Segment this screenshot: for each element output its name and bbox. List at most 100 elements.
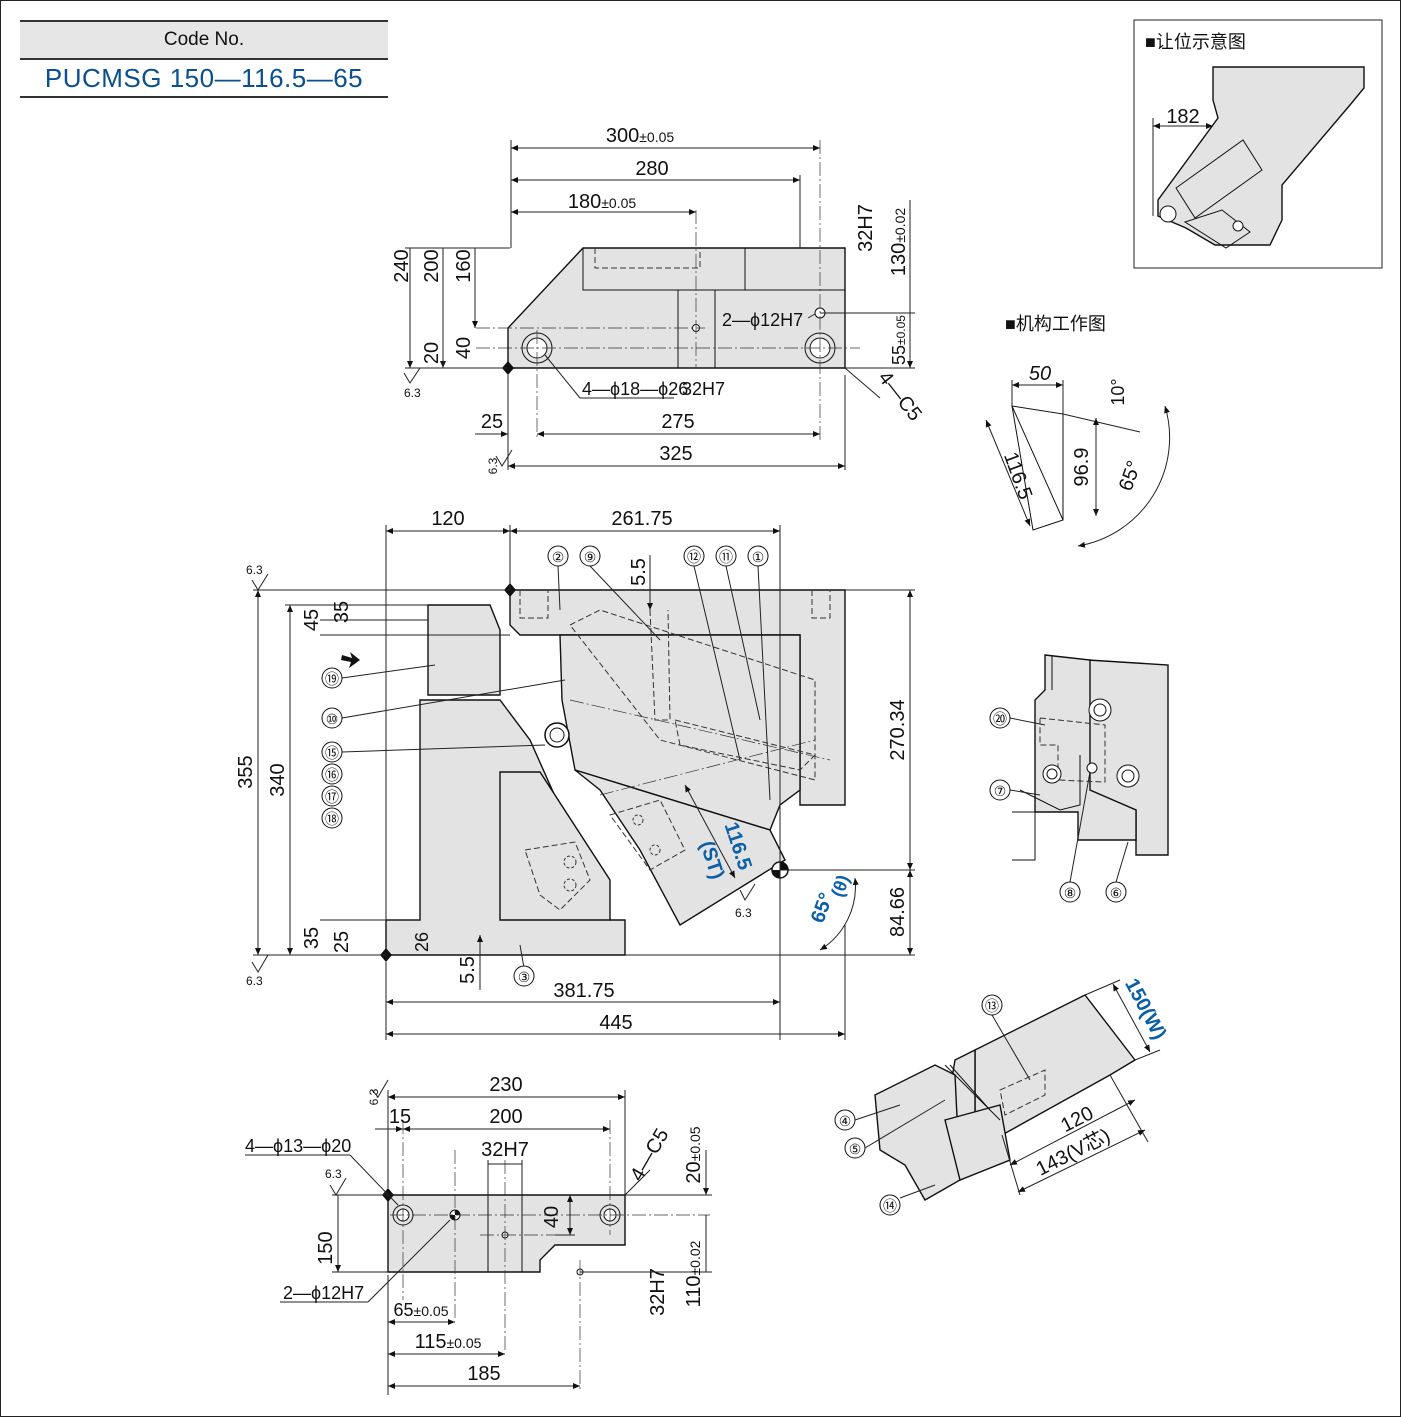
svg-text:20±0.05: 20±0.05: [683, 1126, 705, 1183]
iso-dim-150w: 150(W): [1120, 975, 1170, 1043]
mech-dim-65deg: 65°: [1115, 458, 1146, 494]
front-dim-5-5b: 5.5: [457, 956, 479, 984]
callout-2: ②: [552, 549, 565, 565]
mech-dim-50: 50: [1029, 363, 1051, 385]
callout-8: ⑧: [1064, 885, 1077, 901]
callout-7: ⑦: [994, 783, 1007, 799]
top-dim-55: 55: [889, 345, 909, 365]
clearance-title: ■让位示意图: [1145, 32, 1246, 52]
front-dim-340: 340: [267, 763, 289, 796]
detail-view: [1012, 654, 1169, 861]
top-hole-12h7: 2—ϕ12H7: [722, 310, 803, 330]
top-dim-300: 300: [606, 125, 639, 147]
callout-5: ⑤: [849, 1141, 862, 1157]
bottom-dim-150: 150: [315, 1231, 337, 1264]
callout-1: ①: [752, 549, 765, 565]
mech-dim-10deg: 10°: [1108, 378, 1128, 405]
clearance-dim: 182: [1166, 106, 1199, 128]
top-dim-280: 280: [635, 158, 668, 180]
callout-13: ⑬: [985, 998, 999, 1014]
bottom-dim-20-tol: ±0.05: [687, 1126, 703, 1161]
top-dim-160: 160: [453, 249, 475, 282]
top-dim-32h7: 32H7: [855, 204, 877, 252]
top-dim-275: 275: [661, 411, 694, 433]
front-dim-120: 120: [431, 508, 464, 530]
bottom-view: 230 6.3 15 200 32H7 4—ϕ13—ϕ20 4—C5 20±0.…: [245, 1074, 712, 1395]
callout-19: ⑲: [325, 671, 339, 687]
callout-3: ③: [518, 969, 531, 985]
callout-6: ⑥: [1110, 885, 1123, 901]
front-rough-b: 6.3: [246, 974, 263, 988]
bottom-chamfer: 4—C5: [626, 1125, 673, 1185]
mechanism-inset: ■机构工作图 50 10° 116.5 96.9 65°: [985, 314, 1171, 548]
top-dim-20: 20: [421, 342, 443, 364]
top-dim-130: 130: [888, 243, 910, 276]
front-dim-381-75: 381.75: [553, 980, 614, 1002]
top-chamfer: 4—C5: [874, 367, 926, 425]
top-dim-180-tol: ±0.05: [601, 195, 636, 211]
svg-text:110±0.02: 110±0.02: [683, 1240, 705, 1307]
callout-17: ⑰: [325, 789, 339, 805]
front-rough-a: 6.3: [246, 563, 263, 577]
front-dim-5-5: 5.5: [628, 558, 650, 586]
iso-callouts: ⑬ ④ ⑤ ⑭: [834, 994, 1031, 1216]
bottom-rough-b: 6.3: [325, 1167, 342, 1181]
svg-text:180±0.05: 180±0.05: [568, 191, 637, 213]
code-header: Code No.: [20, 20, 388, 60]
top-dim-325: 325: [659, 443, 692, 465]
bottom-dim-32h7b: 32H7: [647, 1268, 669, 1316]
svg-text:115±0.05: 115±0.05: [415, 1331, 482, 1353]
iso-view: 150(W) 120 143(V芯): [874, 975, 1170, 1201]
top-dim-40: 40: [453, 337, 475, 359]
top-dim-32h7b: 32H7: [682, 379, 725, 399]
detail-callouts: ⑳ ⑦ ⑧ ⑥: [989, 707, 1129, 903]
top-dim-300-tol: ±0.05: [639, 129, 674, 145]
bottom-dim-200: 200: [489, 1106, 522, 1128]
bottom-dim-32h7: 32H7: [481, 1139, 529, 1161]
svg-text:65±0.05: 65±0.05: [394, 1300, 449, 1320]
callout-14: ⑭: [883, 1198, 897, 1214]
callout-20: ⑳: [993, 711, 1007, 727]
top-dim-200: 200: [421, 249, 443, 282]
top-dim-130-tol: ±0.02: [892, 208, 908, 243]
top-dim-55-tol: ±0.05: [894, 315, 908, 345]
top-dim-25: 25: [481, 411, 503, 433]
front-dim-84-66: 84.66: [887, 887, 909, 937]
top-rough-a: 6.3: [404, 386, 421, 400]
top-hole-18-26: 4—ϕ18—ϕ26: [582, 379, 688, 399]
front-dim-35a: 35: [331, 601, 353, 623]
bottom-dim-110: 110: [683, 1276, 705, 1308]
bottom-dim-65-tol: ±0.05: [414, 1303, 449, 1319]
bottom-dim-20: 20: [683, 1161, 705, 1183]
callout-10: ⑩: [326, 711, 339, 727]
bottom-dim-185: 185: [467, 1363, 500, 1385]
bottom-dim-115: 115: [415, 1331, 447, 1353]
callout-16: ⑯: [325, 767, 339, 783]
bottom-rough-a: 6.3: [367, 1088, 381, 1105]
bottom-dim-230: 230: [489, 1074, 522, 1096]
svg-text:130±0.02: 130±0.02: [888, 208, 910, 277]
front-dim-25: 25: [331, 931, 353, 953]
front-dim-270-34: 270.34: [887, 699, 909, 760]
mech-dim-96-9: 96.9: [1071, 448, 1093, 487]
front-dim-35b: 35: [301, 927, 323, 949]
bottom-dim-15: 15: [389, 1106, 411, 1128]
bottom-dim-115-tol: ±0.05: [446, 1335, 481, 1351]
clearance-inset: ■让位示意图 182: [1133, 19, 1383, 269]
code-value: PUCMSG 150—116.5—65: [20, 60, 388, 98]
callout-18: ⑱: [325, 811, 339, 827]
bottom-hole-13-20: 4—ϕ13—ϕ20: [245, 1136, 351, 1156]
front-view: 120 261.75 5.5 355 340 45 35 35 25 26 5.…: [235, 508, 915, 1040]
front-dim-45: 45: [301, 609, 323, 631]
mech-dim-116-5: 116.5: [999, 449, 1036, 502]
callout-4: ④: [839, 1113, 852, 1129]
svg-text:55±0.05: 55±0.05: [889, 315, 909, 365]
code-number-box: Code No. PUCMSG 150—116.5—65: [20, 20, 388, 98]
bottom-dim-65: 65: [394, 1300, 414, 1320]
callout-12: ⑫: [687, 549, 701, 565]
front-dim-26: 26: [412, 932, 432, 952]
top-dim-240: 240: [391, 249, 413, 282]
front-dim-445: 445: [599, 1012, 632, 1034]
svg-text:300±0.05: 300±0.05: [606, 125, 675, 147]
